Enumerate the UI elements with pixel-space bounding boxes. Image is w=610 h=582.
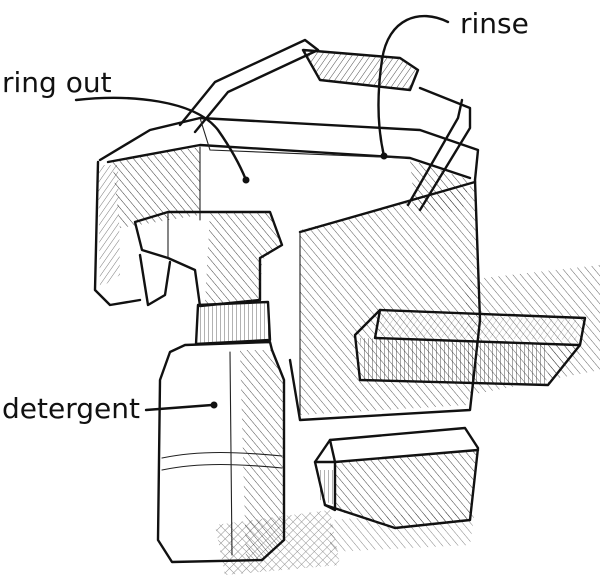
detergent-leader-line xyxy=(146,405,212,410)
ring-out-label: ring out xyxy=(2,66,112,99)
detergent-label: detergent xyxy=(2,392,140,425)
detergent-callout: detergent xyxy=(2,392,218,425)
rinse-pointer-dot xyxy=(381,153,388,160)
sponge xyxy=(315,428,478,528)
spray-bottle xyxy=(135,212,284,562)
scrub-brush xyxy=(355,310,585,385)
detergent-pointer-dot xyxy=(211,402,218,409)
rinse-label: rinse xyxy=(460,7,529,40)
ring-out-pointer-dot xyxy=(243,177,250,184)
